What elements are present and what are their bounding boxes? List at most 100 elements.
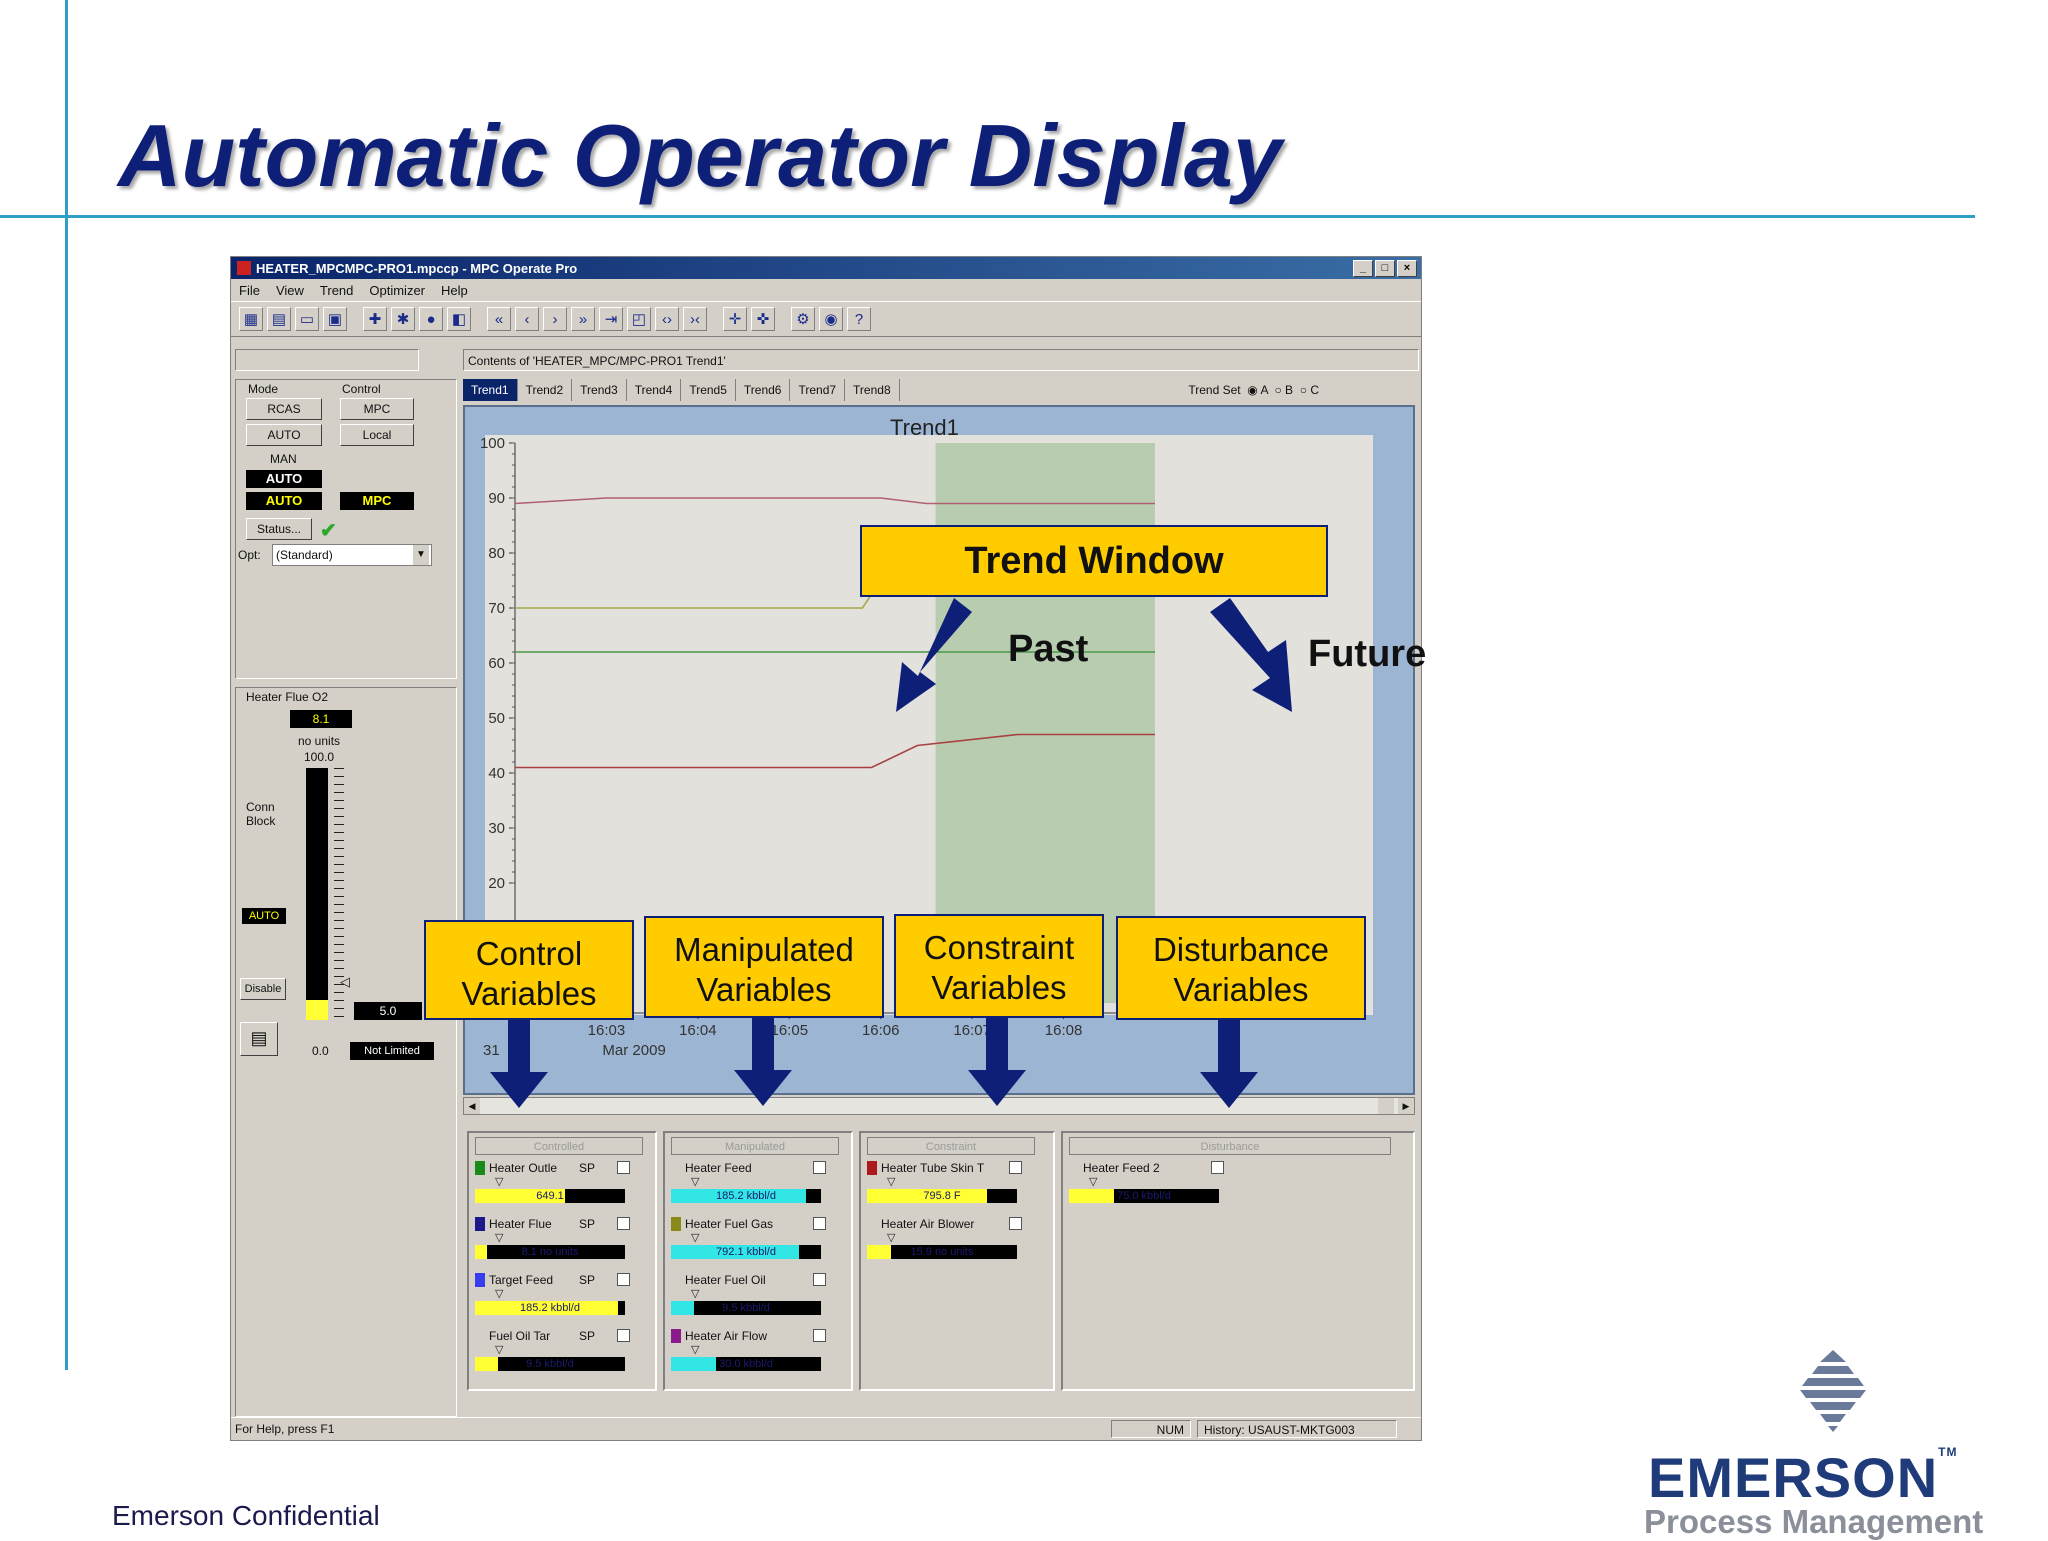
tab-trend6[interactable]: Trend6	[736, 379, 791, 401]
variable-item[interactable]: Heater Feed▽185.2 kbbl/d	[671, 1157, 829, 1209]
variable-item[interactable]: Heater Air Blower▽15.9 no units	[867, 1213, 1025, 1265]
go-end-icon[interactable]: ⇥	[599, 307, 623, 331]
folder-icon[interactable]: ▭	[295, 307, 319, 331]
tag-field[interactable]	[235, 349, 419, 371]
menu-view[interactable]: View	[275, 282, 304, 298]
variable-item[interactable]: Heater Fuel Gas▽792.1 kbbl/d	[671, 1213, 829, 1265]
tab-trend7[interactable]: Trend7	[790, 379, 846, 401]
rcas-button[interactable]: RCAS	[246, 398, 322, 420]
trend-scrollbar[interactable]: ◀ ▶	[463, 1097, 1415, 1115]
calendar-icon[interactable]: ▦	[239, 307, 263, 331]
tool2-icon[interactable]: ✱	[391, 307, 415, 331]
variable-checkbox[interactable]	[813, 1273, 826, 1286]
conn-block-label: Conn Block	[246, 800, 276, 828]
variable-checkbox[interactable]	[813, 1161, 826, 1174]
maximize-icon[interactable]: □	[1375, 260, 1395, 277]
variable-checkbox[interactable]	[617, 1329, 630, 1342]
y-tick-label: 20	[488, 875, 505, 892]
variable-checkbox[interactable]	[617, 1273, 630, 1286]
tab-trend4[interactable]: Trend4	[627, 379, 682, 401]
chart-icon[interactable]: ◰	[627, 307, 651, 331]
trend-set-option-c: C	[1310, 383, 1319, 397]
scroll-thumb[interactable]	[1378, 1098, 1394, 1114]
limit-marker-icon: ▽	[691, 1176, 700, 1188]
chevron-down-icon[interactable]: ▼	[413, 545, 429, 565]
trend-set-label: Trend Set	[1188, 383, 1241, 397]
local-button[interactable]: Local	[340, 424, 414, 446]
variable-item[interactable]: Heater Air Flow▽30.0 kbbl/d	[671, 1325, 829, 1377]
alarm-icon[interactable]: ◉	[819, 307, 843, 331]
variable-value: 9.5 kbbl/d	[722, 1302, 770, 1314]
variable-checkbox[interactable]	[617, 1217, 630, 1230]
variable-checkbox[interactable]	[1009, 1217, 1022, 1230]
variable-name: Heater Air Blower	[881, 1217, 975, 1231]
variable-color-swatch	[475, 1161, 485, 1175]
menu-file[interactable]: File	[239, 282, 260, 298]
variable-item[interactable]: Heater Fuel Oil▽9.5 kbbl/d	[671, 1269, 829, 1321]
close-icon[interactable]: ×	[1397, 260, 1417, 277]
variable-checkbox[interactable]	[617, 1161, 630, 1174]
mpc-button[interactable]: MPC	[340, 398, 414, 420]
radio-a-icon[interactable]: ◉	[1247, 383, 1258, 397]
disable-button[interactable]: Disable	[240, 978, 286, 1000]
variable-checkbox[interactable]	[813, 1329, 826, 1342]
cursor2-icon[interactable]: ✜	[751, 307, 775, 331]
variable-checkbox[interactable]	[1211, 1161, 1224, 1174]
opt-label: Opt:	[238, 548, 261, 562]
control-label: Control	[342, 382, 381, 396]
status-button[interactable]: Status...	[246, 518, 312, 540]
output-marker-icon[interactable]: ◁	[340, 974, 350, 989]
tab-trend8[interactable]: Trend8	[845, 379, 900, 401]
variable-item[interactable]: Heater Tube Skin T▽795.8 F	[867, 1157, 1025, 1209]
variable-bar-fill	[1069, 1189, 1114, 1203]
settings-icon[interactable]: ⚙	[791, 307, 815, 331]
variable-name: Heater Tube Skin T	[881, 1161, 985, 1175]
tool1-icon[interactable]: ✚	[363, 307, 387, 331]
tool3-icon[interactable]: ●	[419, 307, 443, 331]
step-back-icon[interactable]: ‹	[515, 307, 539, 331]
faceplate-icon[interactable]: ▤	[240, 1022, 278, 1056]
opt-select[interactable]: (Standard) ▼	[272, 544, 432, 566]
fast-forward-icon[interactable]: »	[571, 307, 595, 331]
minimize-icon[interactable]: _	[1353, 260, 1373, 277]
variable-bar-fill	[867, 1189, 987, 1203]
radio-b-icon[interactable]: ○	[1274, 383, 1282, 397]
variable-checkbox[interactable]	[813, 1217, 826, 1230]
menu-trend[interactable]: Trend	[319, 282, 354, 298]
menu-optimizer[interactable]: Optimizer	[369, 282, 426, 298]
radio-c-icon[interactable]: ○	[1299, 383, 1307, 397]
tool4-icon[interactable]: ◧	[447, 307, 471, 331]
scroll-left-icon[interactable]: ◀	[464, 1098, 480, 1114]
variable-color-swatch	[475, 1217, 485, 1231]
x-tick-label: 16:07	[953, 1022, 991, 1039]
tab-trend2[interactable]: Trend2	[518, 379, 573, 401]
window-titlebar[interactable]: HEATER_MPCMPC-PRO1.mpccp - MPC Operate P…	[231, 257, 1421, 279]
variable-value: 75.0 kbbl/d	[1117, 1190, 1171, 1202]
step-forward-icon[interactable]: ›	[543, 307, 567, 331]
tab-trend5[interactable]: Trend5	[681, 379, 736, 401]
variable-name: Heater Fuel Oil	[685, 1273, 766, 1287]
auto-button[interactable]: AUTO	[246, 424, 322, 446]
menu-help[interactable]: Help	[441, 282, 468, 298]
cursor-icon[interactable]: ✛	[723, 307, 747, 331]
variable-bar: 649.1	[475, 1189, 625, 1203]
mode-label: Mode	[248, 382, 279, 396]
open-folder-icon[interactable]: ▤	[267, 307, 291, 331]
scroll-right-icon[interactable]: ▶	[1398, 1098, 1414, 1114]
help-icon[interactable]: ?	[847, 307, 871, 331]
setpoint-label: SP	[579, 1273, 596, 1287]
tab-trend3[interactable]: Trend3	[572, 379, 627, 401]
zoom-in-icon[interactable]: ‹›	[655, 307, 679, 331]
save-icon[interactable]: ▣	[323, 307, 347, 331]
mode-panel: Mode Control RCAS AUTO MAN AUTO AUTO MPC…	[235, 379, 457, 679]
tab-trend1[interactable]: Trend1	[463, 379, 518, 401]
auto-tag: AUTO	[242, 908, 286, 924]
variable-item[interactable]: Heater Feed 2▽75.0 kbbl/d	[1069, 1157, 1227, 1209]
zoom-out-icon[interactable]: ›‹	[683, 307, 707, 331]
variable-checkbox[interactable]	[1009, 1161, 1022, 1174]
rewind-start-icon[interactable]: «	[487, 307, 511, 331]
